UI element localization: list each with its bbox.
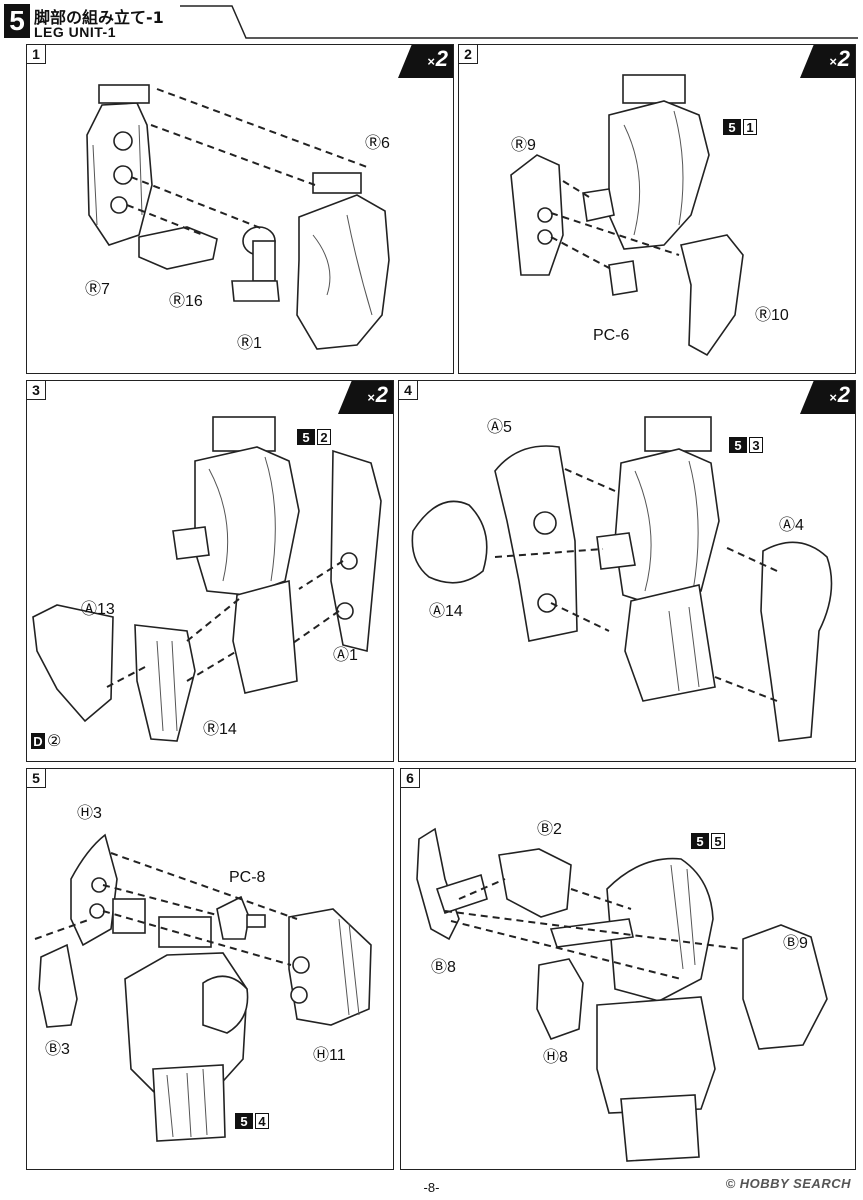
part-label: Ⓗ8 (543, 1049, 568, 1066)
part-label: Ⓐ13 (81, 601, 115, 618)
part-label: Ⓗ3 (77, 805, 102, 822)
part-label: Ⓡ7 (85, 281, 110, 298)
part-label: PC-6 (593, 327, 630, 344)
assembly-illustration (34, 833, 372, 1142)
part-label: Ⓡ16 (169, 293, 203, 310)
step-number: 1 (27, 45, 46, 64)
part-label: Ⓡ1 (237, 335, 262, 352)
section-title-en: LEG UNIT-1 (34, 24, 117, 40)
part-label: PC-8 (229, 869, 266, 886)
part-label: Ⓑ9 (783, 935, 808, 952)
assembly-illustration (86, 84, 390, 350)
step-number: 6 (401, 769, 420, 788)
quantity-badge: ×2 (800, 381, 855, 414)
step-number: 5 (27, 769, 46, 788)
part-label: Ⓡ9 (511, 137, 536, 154)
part-label: Ⓐ5 (487, 419, 512, 436)
part-label: Ⓐ4 (779, 517, 804, 534)
part-label: Ⓐ14 (429, 603, 463, 620)
quantity-badge: ×2 (800, 45, 855, 78)
assembly-illustration (411, 416, 833, 742)
assembly-illustration (416, 827, 828, 1162)
step-number: 3 (27, 381, 46, 400)
part-label: Ⓡ6 (365, 135, 390, 152)
part-label: Ⓗ11 (313, 1047, 346, 1064)
part-label: Ⓑ3 (45, 1041, 70, 1058)
sticker-badge: D (31, 733, 45, 749)
section-number: 5 (4, 4, 30, 38)
part-label: Ⓑ8 (431, 959, 456, 976)
assembly-illustration (32, 416, 382, 742)
part-label: Ⓡ14 (203, 721, 237, 738)
part-label: Ⓑ2 (537, 821, 562, 838)
assembly-illustration (510, 74, 744, 357)
step-panel-1: 1 ×2 Ⓡ6 Ⓡ7 Ⓡ16 Ⓡ1 (26, 44, 454, 374)
page-number: -8- (423, 1180, 440, 1195)
part-label: Ⓡ10 (755, 307, 789, 324)
header-rule (180, 5, 858, 39)
page-header: 5 脚部の組み立て-1 LEG UNIT-1 (0, 0, 863, 46)
step-number: 2 (459, 45, 478, 64)
quantity-badge: ×2 (338, 381, 393, 414)
quantity-badge: ×2 (398, 45, 453, 78)
step-number: 4 (399, 381, 418, 400)
watermark: © HOBBY SEARCH (725, 1176, 851, 1191)
section-title-jp: 脚部の組み立て-1 (34, 8, 164, 27)
part-label: ② (47, 733, 62, 750)
part-label: Ⓐ1 (333, 647, 358, 664)
